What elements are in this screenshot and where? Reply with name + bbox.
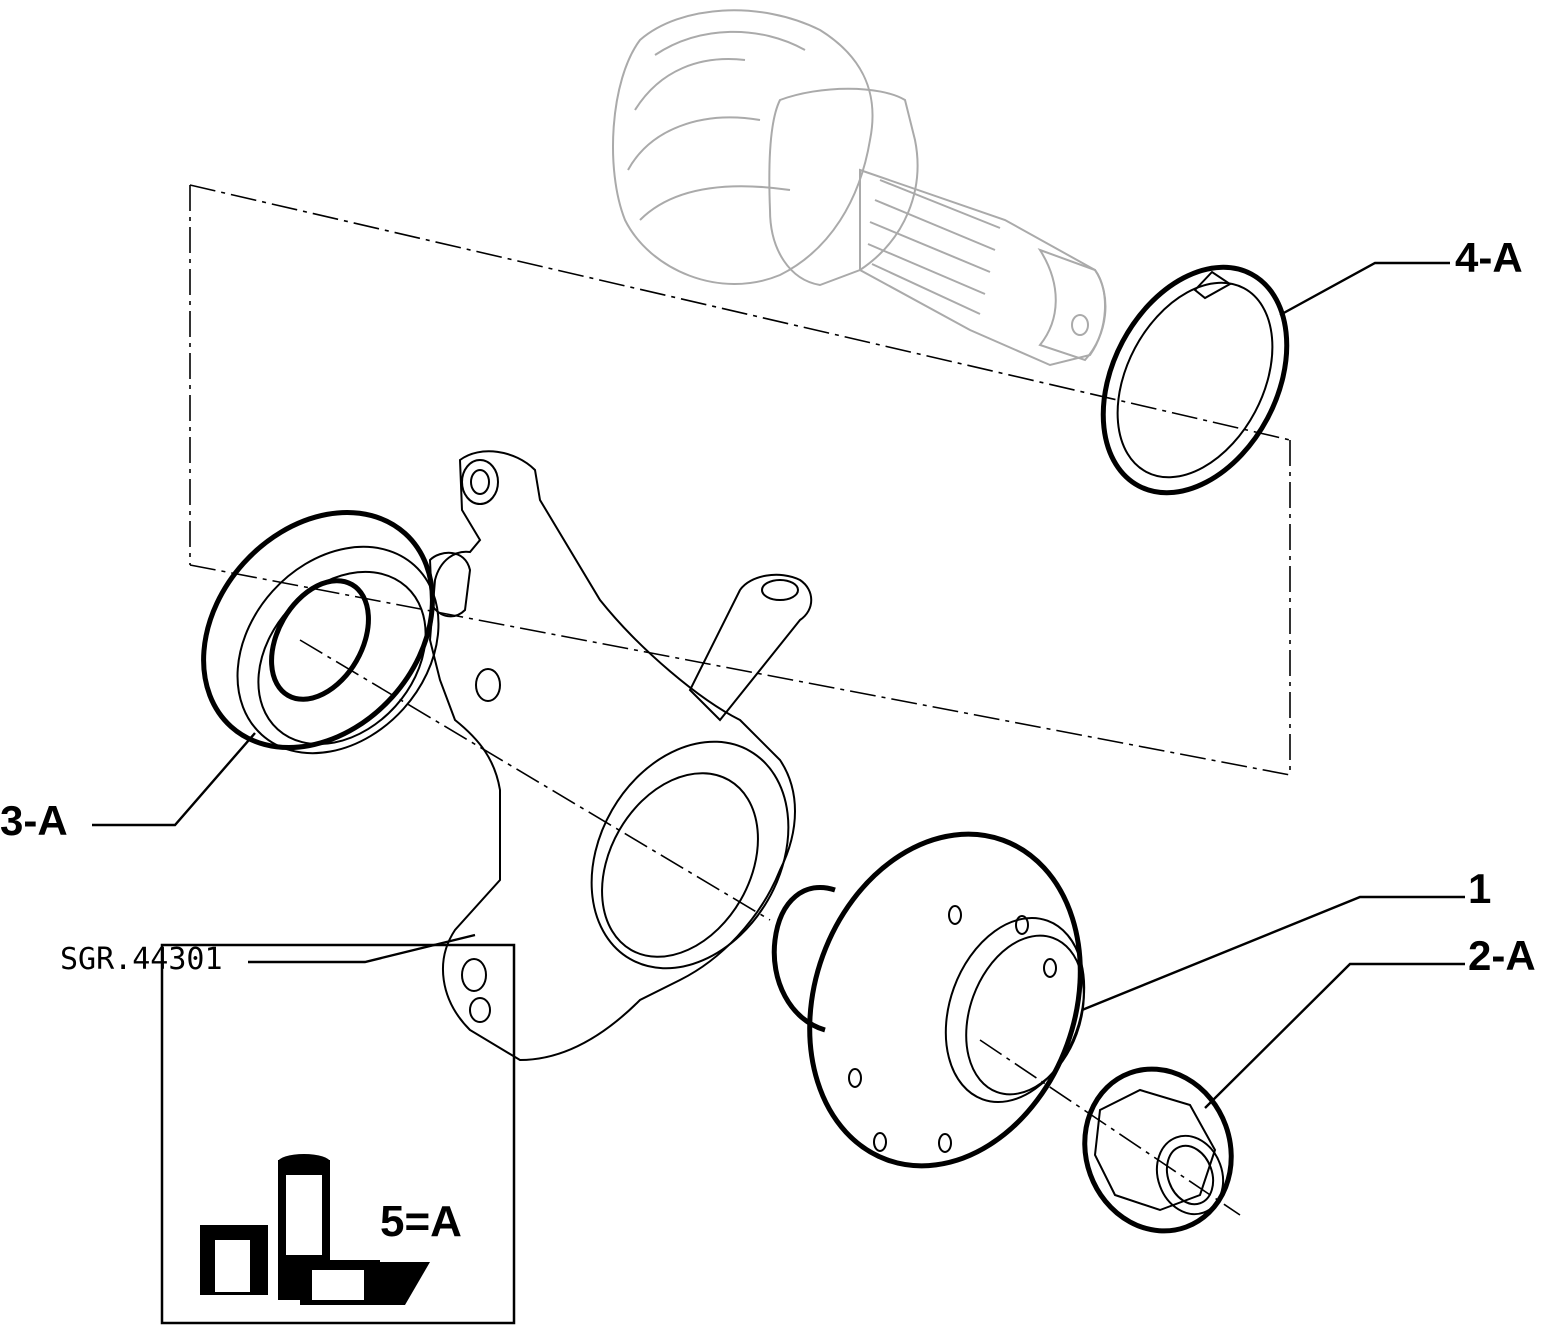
kit-legend-box — [160, 943, 516, 1325]
wheel-hub — [771, 831, 1086, 1169]
parts-kit-boxes-icon — [200, 1154, 430, 1305]
seal-ring — [201, 509, 440, 755]
callout-3a: 3-A — [0, 797, 68, 844]
steering-knuckle — [428, 450, 813, 1062]
hub-nut — [1082, 1066, 1234, 1234]
snap-ring — [1100, 264, 1290, 496]
drive-shaft-cv-joint — [612, 9, 1107, 367]
alignment-frame — [189, 184, 1291, 1216]
reference-code: SGR.44301 — [60, 942, 223, 977]
callout-1: 1 — [1468, 865, 1492, 912]
callout-2a: 2-A — [1468, 932, 1536, 979]
kit-label: 5=A — [380, 1197, 462, 1246]
callout-4a: 4-A — [1455, 234, 1523, 281]
